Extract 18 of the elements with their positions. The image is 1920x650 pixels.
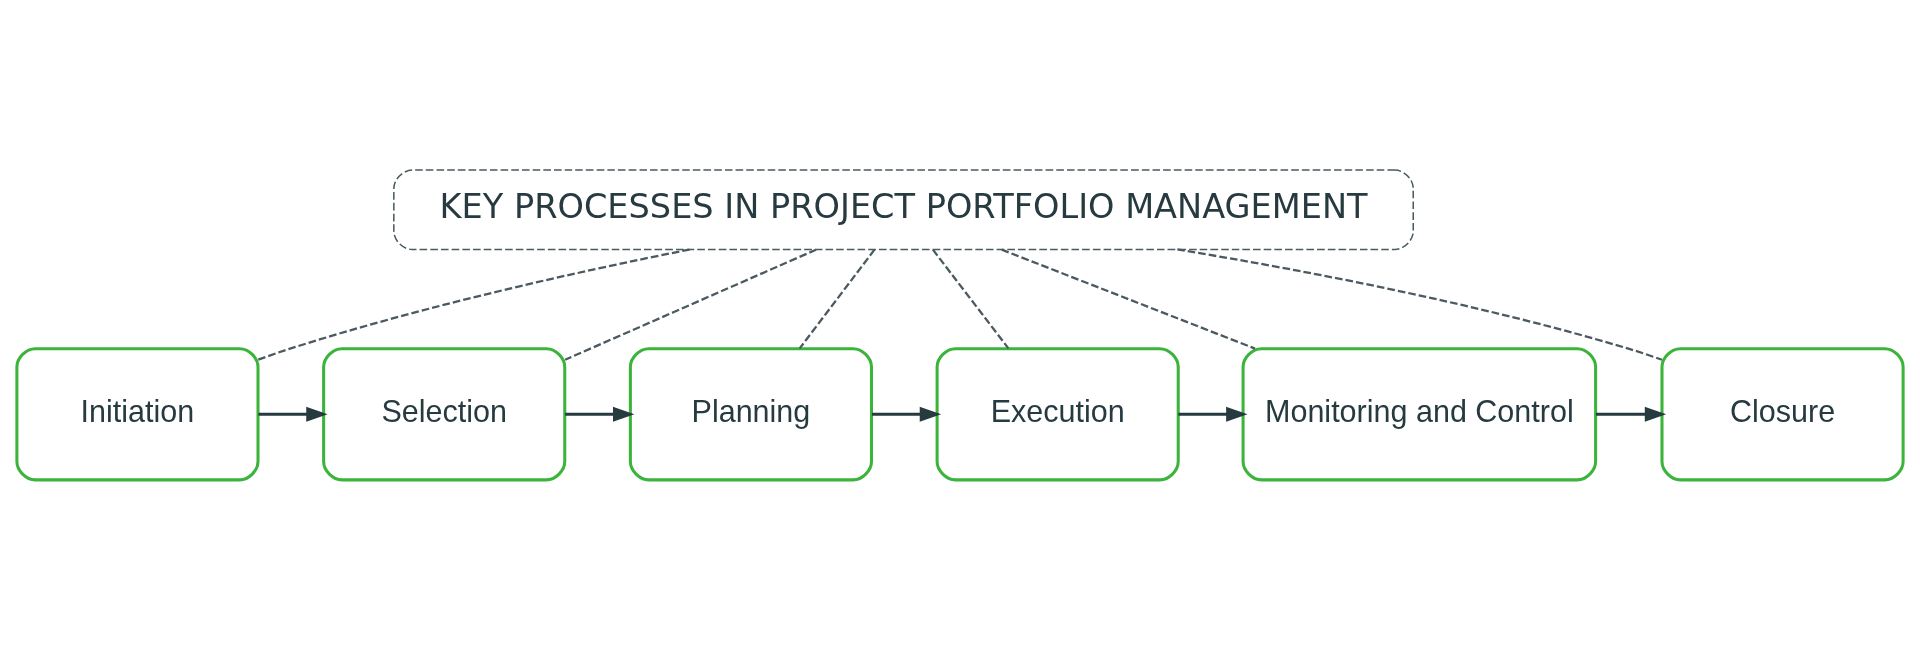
connector [1001,248,1256,350]
node-box: KEY PROCESSES IN PROJECT PORTFOLIO MANAGEMENT [393,169,1414,251]
arrow [1596,406,1667,422]
arrow [258,406,328,422]
connector [798,248,876,350]
node-box: Selection [322,347,567,482]
arrow [871,406,942,422]
node-box: Closure [1660,347,1905,482]
connector [257,248,690,361]
node-box: Monitoring and Control [1241,347,1598,482]
connector [932,248,1010,350]
node-box: Planning [628,347,873,482]
connector [564,248,817,361]
arrow [565,406,635,422]
node-box: Initiation [15,347,260,482]
arrow [1178,406,1248,422]
connector [1177,248,1663,361]
node-box: Execution [935,347,1180,482]
